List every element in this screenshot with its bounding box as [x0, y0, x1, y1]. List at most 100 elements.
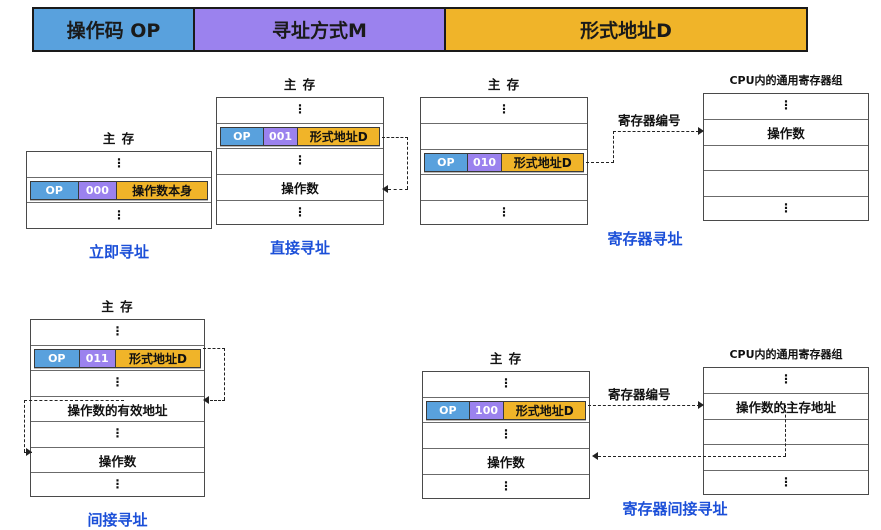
diagram-indirect-addressing: 主 存 ⋮ OP 011 形式地址D ⋮ 操作数的有效地址 ⋮ 操作数 ⋮ 间接… [30, 296, 205, 530]
memory-row: ⋮ [421, 98, 587, 124]
arrow-head-indirect-effective-address [203, 396, 209, 404]
edge-label-register-number-2: 寄存器编号 [608, 387, 671, 402]
memory-row [421, 124, 587, 150]
vertical-dots-icon: ⋮ [111, 375, 124, 389]
instruction-strip-register-indirect: OP 100 形式地址D [426, 400, 586, 420]
instruction-mode-field: 010 [467, 153, 503, 171]
instruction-address-field: 操作数本身 [117, 181, 207, 199]
instruction-opcode-field: OP [31, 181, 79, 199]
connector-indirect-out [203, 348, 225, 349]
vertical-dots-icon: ⋮ [780, 372, 792, 386]
vertical-dots-icon: ⋮ [113, 156, 125, 170]
vertical-dots-icon: ⋮ [780, 201, 792, 215]
vertical-dots-icon: ⋮ [294, 205, 306, 219]
register-row [704, 420, 868, 445]
memory-title-indirect: 主 存 [101, 299, 134, 314]
memory-row-operand: 操作数 [423, 449, 589, 475]
connector-direct-down [407, 137, 408, 189]
memory-row-instruction: OP 010 形式地址D [421, 150, 587, 175]
connector-register-up [613, 131, 614, 163]
instruction-opcode-field: OP [425, 153, 468, 171]
register-row-operand-address: 操作数的主存地址 [704, 394, 868, 420]
register-file-title: CPU内的通用寄存器组 [729, 74, 843, 87]
memory-row: ⋮ [217, 201, 383, 226]
register-row [704, 171, 868, 197]
vertical-dots-icon: ⋮ [294, 153, 306, 167]
memory-row-instruction: OP 100 形式地址D [423, 398, 589, 423]
vertical-dots-icon: ⋮ [498, 205, 510, 219]
connector-direct-out [382, 137, 408, 138]
vertical-dots-icon: ⋮ [500, 479, 512, 493]
connector-reginD-down [785, 405, 786, 456]
memory-row [421, 175, 587, 201]
memory-row: ⋮ [31, 320, 204, 346]
arrow-head-memory-operand [592, 452, 598, 460]
vertical-dots-icon: ⋮ [500, 376, 512, 390]
arrow-head-indirect-operand [26, 448, 32, 456]
register-row: ⋮ [704, 197, 868, 222]
vertical-dots-icon: ⋮ [780, 98, 792, 112]
vertical-dots-icon: ⋮ [113, 208, 125, 222]
memory-box-register: ⋮ OP 010 形式地址D ⋮ [420, 97, 588, 225]
diagram-immediate-addressing: 主 存 ⋮ OP 000 操作数本身 ⋮ 立即寻址 [26, 128, 212, 262]
memory-row: ⋮ [27, 152, 211, 178]
connector-register-in [613, 131, 699, 132]
instruction-strip-indirect: OP 011 形式地址D [34, 348, 201, 368]
instruction-strip-register: OP 010 形式地址D [424, 152, 584, 172]
instruction-address-field: 形式地址D [298, 127, 379, 145]
vertical-dots-icon: ⋮ [111, 477, 124, 491]
instruction-mode-field: 100 [469, 401, 505, 419]
memory-box-indirect: ⋮ OP 011 形式地址D ⋮ 操作数的有效地址 ⋮ 操作数 ⋮ [30, 319, 205, 497]
instruction-opcode-field: OP [35, 349, 80, 367]
connector-indirect-ea-down [24, 400, 25, 452]
memory-row: ⋮ [423, 423, 589, 449]
arrow-head-register-file-2 [698, 401, 704, 409]
arrow-head-register-file [698, 127, 704, 135]
connector-indirect-ea-out [24, 400, 124, 401]
register-file-title: CPU内的通用寄存器组 [729, 348, 843, 361]
format-segment-addressing-mode: 寻址方式M [195, 9, 446, 50]
caption-immediate-addressing: 立即寻址 [88, 243, 149, 261]
instruction-opcode-field: OP [427, 401, 470, 419]
register-row-operand: 操作数 [704, 120, 868, 146]
caption-register-addressing: 寄存器寻址 [607, 230, 683, 248]
memory-box-immediate: ⋮ OP 000 操作数本身 ⋮ [26, 151, 212, 229]
memory-row: ⋮ [423, 372, 589, 398]
format-segment-address: 形式地址D [446, 9, 806, 50]
memory-row: ⋮ [31, 473, 204, 498]
register-row: ⋮ [704, 471, 868, 496]
format-segment-opcode: 操作码 OP [34, 9, 195, 50]
vertical-dots-icon: ⋮ [498, 102, 510, 116]
memory-row: ⋮ [421, 201, 587, 226]
memory-row-operand: 操作数 [217, 175, 383, 201]
caption-indirect-addressing: 间接寻址 [87, 511, 148, 529]
memory-row-effective-address: 操作数的有效地址 [31, 397, 204, 422]
caption-direct-addressing: 直接寻址 [269, 239, 330, 257]
memory-title-register: 主 存 [487, 77, 521, 92]
instruction-strip-direct: OP 001 形式地址D [220, 126, 380, 146]
arrow-head-direct-operand [382, 185, 388, 193]
vertical-dots-icon: ⋮ [294, 102, 306, 116]
vertical-dots-icon: ⋮ [111, 426, 124, 440]
memory-row: ⋮ [217, 149, 383, 175]
instruction-address-field: 形式地址D [504, 401, 585, 419]
memory-title-immediate: 主 存 [102, 131, 136, 146]
diagram-register-addressing: 主 存 ⋮ OP 010 形式地址D ⋮ [420, 74, 588, 225]
memory-title-direct: 主 存 [283, 77, 317, 92]
diagram-register-indirect-addressing: 主 存 ⋮ OP 100 形式地址D ⋮ 操作数 ⋮ [422, 348, 590, 499]
memory-row: ⋮ [217, 98, 383, 124]
memory-row-instruction: OP 011 形式地址D [31, 346, 204, 371]
instruction-opcode-field: OP [221, 127, 264, 145]
vertical-dots-icon: ⋮ [780, 475, 792, 489]
vertical-dots-icon: ⋮ [111, 324, 124, 338]
memory-row: ⋮ [27, 203, 211, 230]
register-row: ⋮ [704, 94, 868, 120]
edge-label-register-number: 寄存器编号 [618, 113, 681, 128]
vertical-dots-icon: ⋮ [500, 427, 512, 441]
memory-row: ⋮ [31, 371, 204, 397]
connector-indirect-down [224, 348, 225, 400]
instruction-format-bar: 操作码 OP 寻址方式M 形式地址D [32, 7, 808, 52]
instruction-mode-field: 001 [263, 127, 299, 145]
memory-box-direct: ⋮ OP 001 形式地址D ⋮ 操作数 ⋮ [216, 97, 384, 225]
instruction-mode-field: 011 [79, 349, 116, 367]
